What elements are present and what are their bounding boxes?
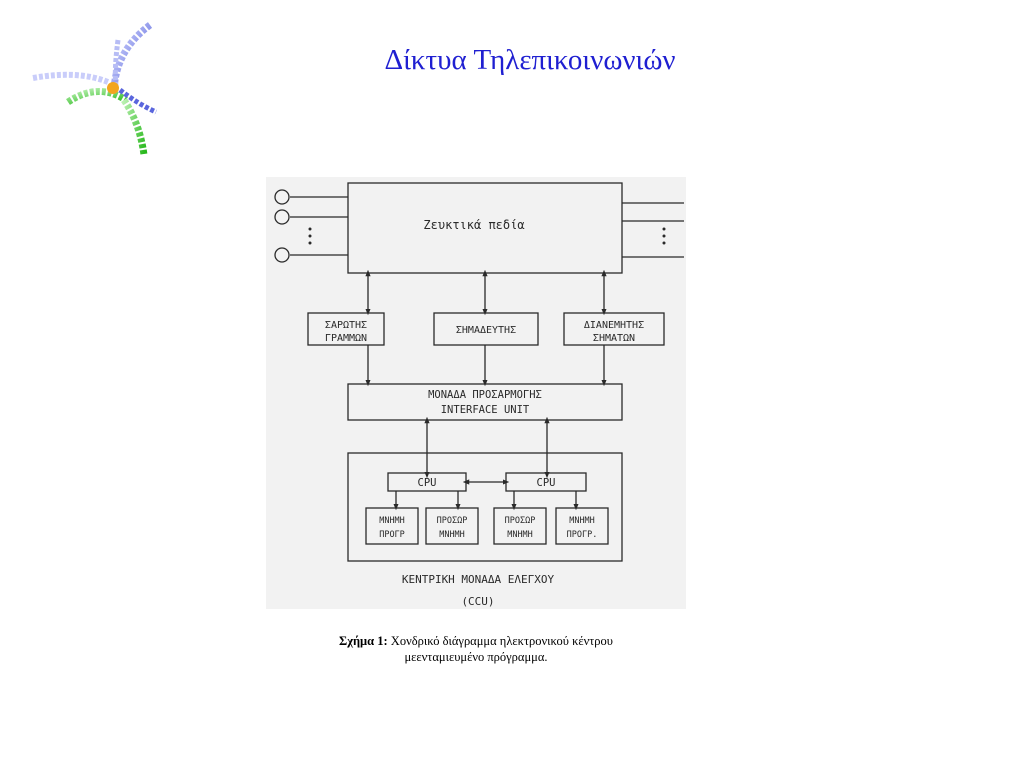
marker-label: ΣΗΜΑΔΕΥΤΗΣ [456, 325, 516, 336]
memory-box-4 [555, 507, 609, 545]
cpu-right-label: CPU [537, 477, 556, 489]
caption-text-1: Χονδρικό διάγραμμα ηλεκτρονικού κέντρου [390, 634, 613, 648]
caption-label: Σχήμα 1: [339, 634, 388, 648]
line-scanner-box [307, 312, 385, 346]
interface-unit-label-1: ΜΟΝΑΔΑ ΠΡΟΣΑΡΜΟΓΗΣ [428, 389, 542, 401]
memory-3-label-1: ΠΡΟΣΩΡ [505, 516, 536, 526]
terminal-icon [274, 247, 290, 263]
control-unit-box [347, 452, 623, 562]
star-logo-icon [32, 22, 158, 156]
terminal-icon [274, 209, 290, 225]
memory-box-1 [365, 507, 419, 545]
line-scanner-label-1: ΣΑΡΩΤΗΣ [325, 320, 367, 331]
memory-1-label-2: ΠΡΟΓΡ [379, 530, 405, 540]
memory-4-label-2: ΠΡΟΓΡ. [567, 530, 598, 540]
signal-distributor-box [563, 312, 665, 346]
signal-distributor-label-2: ΣΗΜΑΤΩΝ [593, 333, 635, 344]
marker-box [433, 312, 539, 346]
memory-2-label-2: ΜΝΗΜΗ [439, 530, 465, 540]
interface-unit-box [347, 383, 623, 421]
figure-caption: Σχήμα 1: Χονδρικό διάγραμμα ηλεκτρονικού… [276, 633, 676, 665]
memory-box-2 [425, 507, 479, 545]
block-diagram: Ζευκτικά πεδία ΣΑΡΩΤΗΣ ΓΡΑΜΜΩΝ ΣΗΜΑΔΕΥΤΗ… [266, 177, 686, 609]
switching-fields-label: Ζευκτικά πεδία [423, 218, 524, 232]
signal-distributor-label-1: ΔΙΑΝΕΜΗΤΗΣ [584, 320, 644, 331]
control-unit-label-1: ΚΕΝΤΡΙΚΗ ΜΟΝΑΔΑ ΕΛΕΓΧΟΥ [402, 573, 555, 586]
memory-3-label-2: ΜΝΗΜΗ [507, 530, 533, 540]
line-scanner-label-2: ΓΡΑΜΜΩΝ [325, 333, 367, 344]
memory-2-label-1: ΠΡΟΣΩΡ [437, 516, 468, 526]
memory-4-label-1: ΜΝΗΜΗ [569, 516, 595, 526]
control-unit-label-2: (CCU) [461, 595, 494, 608]
slide-title: Δίκτυα Τηλεπικοινωνιών [384, 44, 676, 76]
interface-unit-label-2: INTERFACE UNIT [441, 404, 530, 416]
cpu-left-label: CPU [418, 477, 437, 489]
memory-box-3 [493, 507, 547, 545]
terminal-icon [274, 189, 290, 205]
memory-1-label-1: ΜΝΗΜΗ [379, 516, 405, 526]
caption-text-2: μεενταμιευμένο πρόγραμμα. [404, 650, 548, 664]
